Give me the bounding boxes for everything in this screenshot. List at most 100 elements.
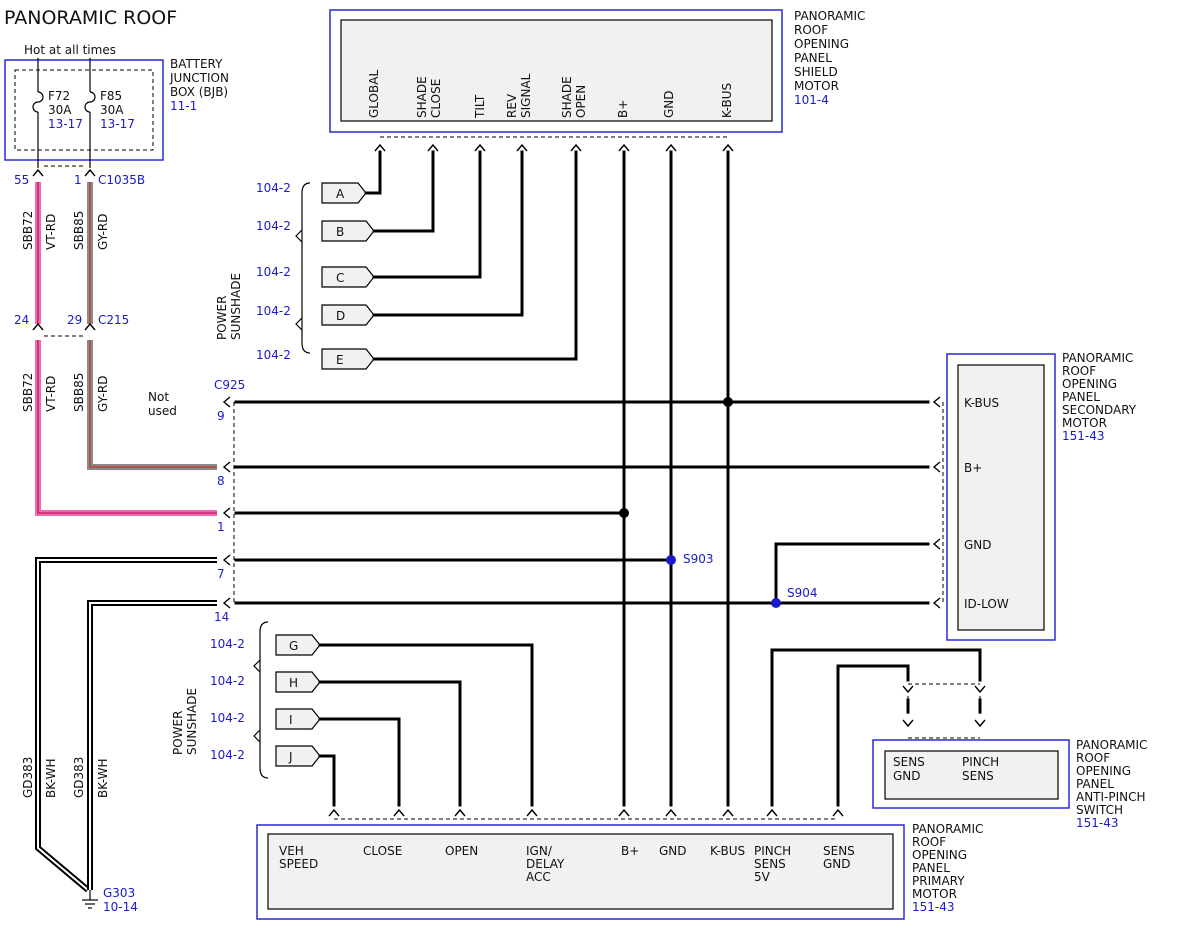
anti-pinch-switch: SENS GND PINCH SENS PANORAMIC ROOF OPENI… xyxy=(872,683,1147,830)
flag-b-ref[interactable]: 104-2 xyxy=(256,219,291,233)
flag-c-letter: C xyxy=(336,271,344,285)
c1035b-label[interactable]: C1035B xyxy=(98,173,145,187)
splice-s904-label[interactable]: S904 xyxy=(787,586,818,600)
sunshade-top-label-2: SUNSHADE xyxy=(229,273,243,340)
gd383-b-circuit: GD383 xyxy=(72,757,86,798)
flag-e[interactable] xyxy=(321,348,375,370)
flag-d[interactable] xyxy=(321,304,375,326)
flag-j[interactable] xyxy=(275,745,321,767)
secondary-motor: K-BUS B+ GND ID-LOW PANORAMIC ROOF OPENI… xyxy=(933,351,1137,641)
c215-label[interactable]: C215 xyxy=(98,313,129,327)
sbb85-lower-circuit: SBB85 xyxy=(72,373,86,412)
primary-name-1: PANORAMIC xyxy=(912,822,983,836)
ground-ref[interactable]: 10-14 xyxy=(103,900,138,914)
flag-b[interactable] xyxy=(321,220,375,242)
antipinch-name-3: OPENING xyxy=(1076,764,1131,778)
flag-i-ref[interactable]: 104-2 xyxy=(210,711,245,725)
flag-h[interactable] xyxy=(275,671,321,693)
fuse-f85-id: F85 xyxy=(100,89,122,103)
sbb72-lower-circuit: SBB72 xyxy=(21,373,35,412)
shield-pin-rev-2: SIGNAL xyxy=(519,73,533,118)
c925-pin-8: 8 xyxy=(217,474,225,488)
shield-pin-tilt: TILT xyxy=(473,94,487,119)
gd383-a-circuit: GD383 xyxy=(21,757,35,798)
primary-pin-open: OPEN xyxy=(445,844,478,858)
fuse-f85-ref[interactable]: 13-17 xyxy=(100,117,135,131)
shield-pin-shade-open-1: SHADE xyxy=(560,76,574,118)
power-sunshade-bottom: POWER SUNSHADE 104-2 G 104-2 H 104-2 I 1… xyxy=(171,621,321,779)
antipinch-ref[interactable]: 151-43 xyxy=(1076,816,1119,830)
primary-pin-close: CLOSE xyxy=(363,844,402,858)
c925-label[interactable]: C925 xyxy=(214,378,245,392)
shield-pin-kbus: K-BUS xyxy=(720,83,734,118)
c925-pin-7: 7 xyxy=(217,567,225,581)
antipinch-name-4: PANEL xyxy=(1076,777,1114,791)
sbb85-upper-circuit: SBB85 xyxy=(72,211,86,250)
flag-c-ref[interactable]: 104-2 xyxy=(256,265,291,279)
fuse-f85-symbol xyxy=(84,91,96,113)
battery-junction-box: Hot at all times F72 30A 13-17 F85 30A 1… xyxy=(4,43,229,168)
bjb-ref[interactable]: 11-1 xyxy=(170,99,197,113)
shield-name-1: PANORAMIC xyxy=(794,9,865,23)
bjb-name-2: JUNCTION xyxy=(169,71,229,85)
page-title: PANORAMIC ROOF xyxy=(4,7,177,29)
sbb85-upper-color: GY-RD xyxy=(96,213,110,250)
flag-i[interactable] xyxy=(275,708,321,730)
secondary-pin-bplus: B+ xyxy=(964,461,982,475)
secondary-name-6: MOTOR xyxy=(1062,416,1107,430)
flag-g-ref[interactable]: 104-2 xyxy=(210,637,245,651)
flag-a[interactable] xyxy=(321,182,367,204)
sunshade-bottom-label-1: POWER xyxy=(171,711,185,755)
secondary-name-5: SECONDARY xyxy=(1062,403,1137,417)
sbb85-lower-color: GY-RD xyxy=(96,375,110,412)
flag-a-ref[interactable]: 104-2 xyxy=(256,181,291,195)
primary-pin-pinch-1: PINCH xyxy=(754,844,791,858)
shield-pin-shade-close-1: SHADE xyxy=(415,76,429,118)
flag-e-ref[interactable]: 104-2 xyxy=(256,348,291,362)
sbb72-lower-color: VT-RD xyxy=(44,376,58,412)
hot-at-all-times-label: Hot at all times xyxy=(24,43,116,57)
bus-wires xyxy=(234,400,930,605)
secondary-pin-idlow: ID-LOW xyxy=(964,597,1009,611)
fuse-f72-ref[interactable]: 13-17 xyxy=(48,117,83,131)
primary-pin-gnd: GND xyxy=(659,844,687,858)
sbb72-upper-color: VT-RD xyxy=(44,214,58,250)
secondary-name-4: PANEL xyxy=(1062,390,1100,404)
secondary-name-1: PANORAMIC xyxy=(1062,351,1133,365)
flag-d-ref[interactable]: 104-2 xyxy=(256,304,291,318)
flag-b-letter: B xyxy=(336,225,344,239)
connector-c925: C925 9 8 1 7 14 Not used xyxy=(148,378,245,624)
secondary-ref[interactable]: 151-43 xyxy=(1062,429,1105,443)
splice-s904-dot xyxy=(771,598,781,608)
primary-pin-pinch-3: 5V xyxy=(754,870,771,884)
c215-pin-29: 29 xyxy=(67,313,82,327)
splice-s903-label[interactable]: S903 xyxy=(683,552,714,566)
secondary-pin-kbus: K-BUS xyxy=(964,396,999,410)
wire-gd383-b xyxy=(87,600,217,890)
sbb72-upper-circuit: SBB72 xyxy=(21,211,35,250)
primary-motor-wires xyxy=(318,643,982,807)
shield-name-4: PANEL xyxy=(794,51,832,65)
splice-bplus-dot xyxy=(619,508,629,518)
gd383-a-color: BK-WH xyxy=(44,758,58,798)
primary-ref[interactable]: 151-43 xyxy=(912,900,955,914)
flag-e-letter: E xyxy=(336,353,344,367)
antipinch-name-1: PANORAMIC xyxy=(1076,738,1147,752)
flag-c[interactable] xyxy=(321,266,375,288)
ground-id[interactable]: G303 xyxy=(103,886,135,900)
flag-g[interactable] xyxy=(275,634,321,656)
secondary-name-3: OPENING xyxy=(1062,377,1117,391)
shield-ref[interactable]: 101-4 xyxy=(794,93,829,107)
splice-s903-dot xyxy=(666,555,676,565)
flag-h-ref[interactable]: 104-2 xyxy=(210,674,245,688)
primary-pin-bplus: B+ xyxy=(621,844,639,858)
flag-d-letter: D xyxy=(336,309,345,323)
sunshade-top-label-1: POWER xyxy=(215,296,229,340)
splice-kbus-dot xyxy=(723,397,733,407)
antipinch-name-2: ROOF xyxy=(1076,751,1110,765)
flag-j-ref[interactable]: 104-2 xyxy=(210,748,245,762)
fuse-f72-amps: 30A xyxy=(48,103,72,117)
wire-sbb85-lower xyxy=(87,340,217,470)
antipinch-name-6: SWITCH xyxy=(1076,803,1123,817)
